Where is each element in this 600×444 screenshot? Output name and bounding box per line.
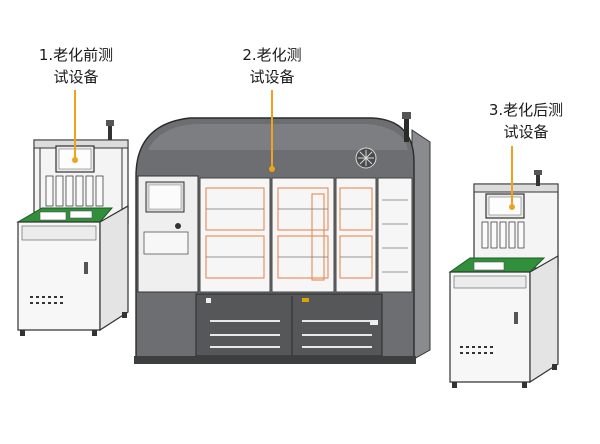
callout-3-line1: 3.老化后测: [488, 101, 564, 119]
callout-pre-aging-label: 1.老化前测 试设备: [20, 44, 132, 88]
pre-aging-test-station: [16, 120, 129, 336]
callout-2-dot: [269, 166, 275, 172]
callout-3-line2: 试设备: [503, 123, 549, 141]
callout-3-leader: [511, 146, 513, 208]
callout-post-aging-label: 3.老化后测 试设备: [470, 99, 582, 143]
callout-aging-label: 2.老化测 试设备: [216, 44, 328, 88]
callout-2-line1: 2.老化测: [242, 46, 302, 64]
callout-3-dot: [509, 204, 515, 210]
callout-1-dot: [72, 157, 78, 163]
callout-2-line2: 试设备: [249, 68, 295, 86]
post-aging-test-station: [448, 170, 559, 388]
aging-test-chamber: [134, 112, 431, 364]
callout-1-line2: 试设备: [53, 68, 99, 86]
callout-1-leader: [74, 90, 76, 160]
callout-2-leader: [271, 90, 273, 170]
callout-1-line1: 1.老化前测: [38, 46, 114, 64]
